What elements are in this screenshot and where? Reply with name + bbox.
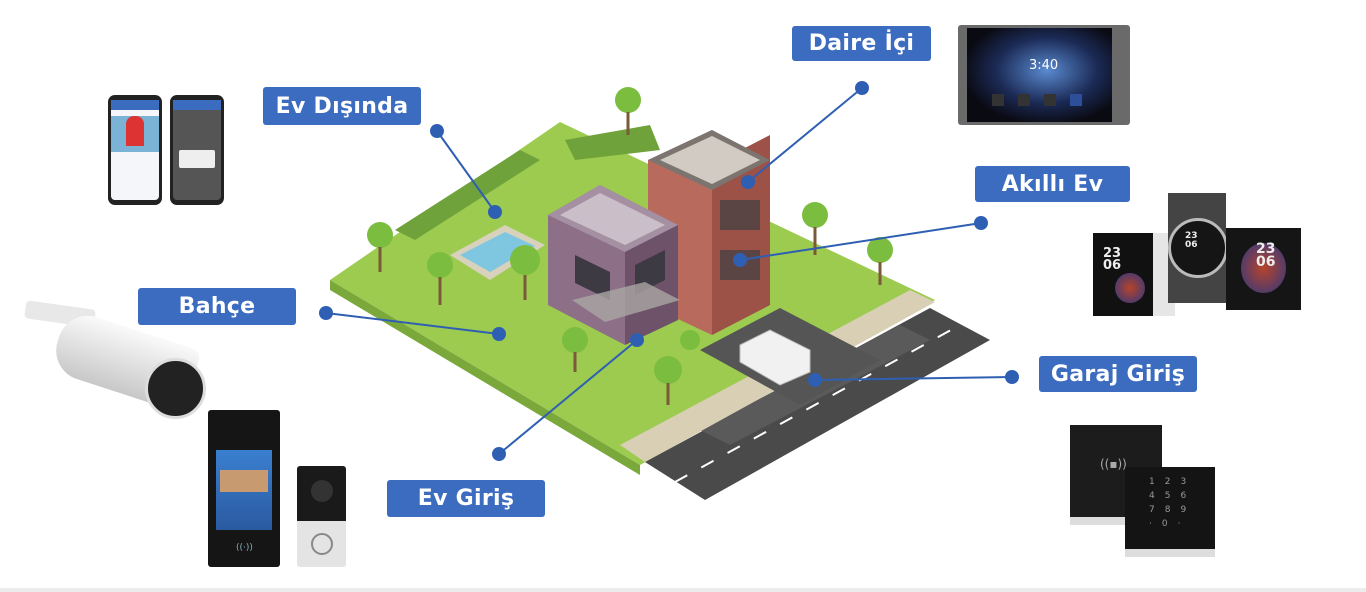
outdoor-video-panel: ((·)) bbox=[208, 410, 280, 567]
connector-dot bbox=[855, 81, 869, 95]
video-doorbell bbox=[297, 466, 346, 567]
car bbox=[739, 329, 811, 386]
label-garaj-giris: Garaj Giriş bbox=[1039, 356, 1197, 392]
label-ev-giris: Ev Giriş bbox=[387, 480, 545, 517]
cctv-camera bbox=[24, 300, 206, 419]
label-ev-disinda: Ev Dışında bbox=[263, 87, 421, 125]
bottom-bar bbox=[0, 588, 1366, 592]
smartphone-app-2 bbox=[170, 95, 224, 205]
indoor-monitor: 3:40 bbox=[958, 25, 1130, 125]
label-akilli-ev: Akıllı Ev bbox=[975, 166, 1130, 202]
smartphone-app-1 bbox=[108, 95, 162, 205]
label-daire-ici: Daire İçi bbox=[792, 26, 931, 61]
label-bahce: Bahçe bbox=[138, 288, 296, 325]
panel-minute: 06 bbox=[1103, 258, 1122, 274]
panel-hour: 23 bbox=[1103, 246, 1122, 261]
monitor-time: 3:40 bbox=[1029, 58, 1059, 73]
